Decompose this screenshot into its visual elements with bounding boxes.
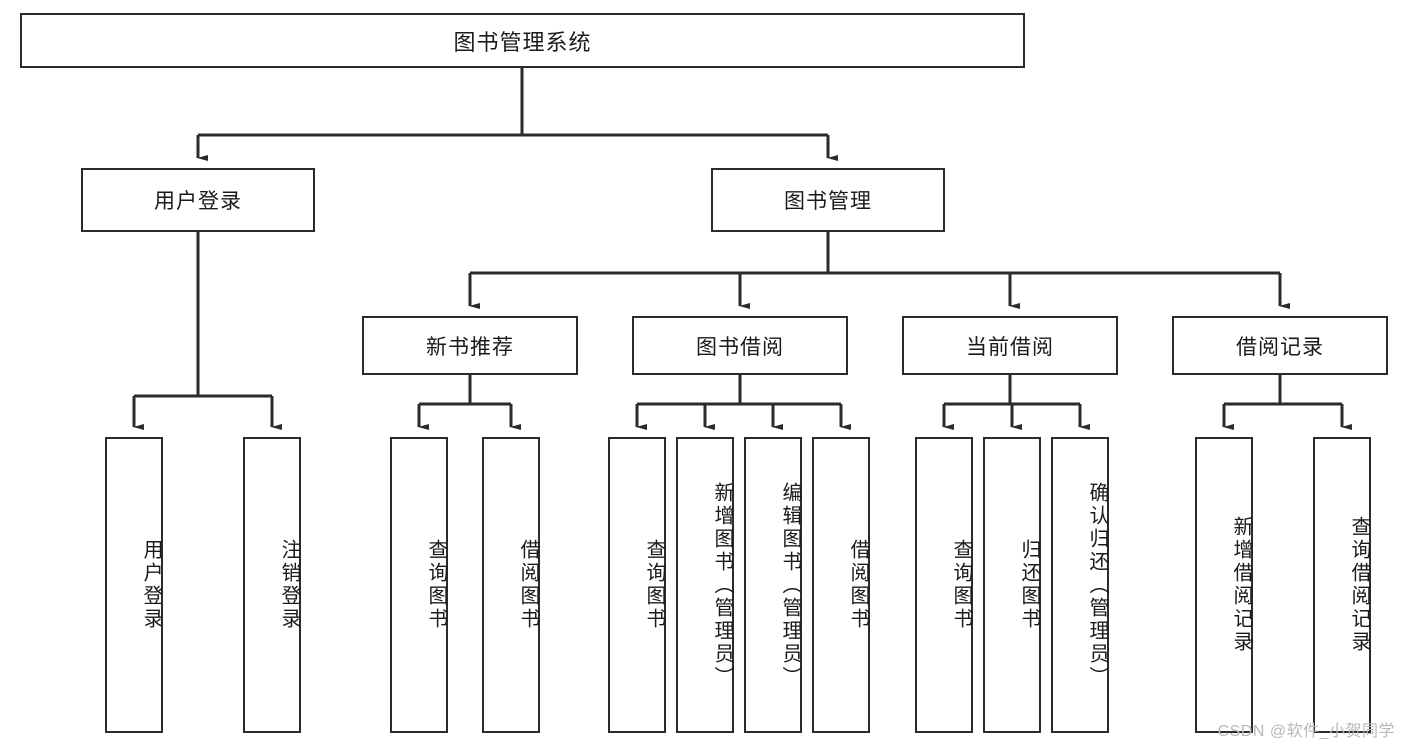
node-book-manage-label: 图书管理 bbox=[784, 190, 872, 213]
node-leaf-user-login[interactable]: 用户登录 bbox=[105, 437, 163, 733]
node-book-borrow-label: 图书借阅 bbox=[696, 335, 784, 359]
node-user-login-label: 用户登录 bbox=[154, 190, 242, 213]
node-leaf-rec-query[interactable]: 查询图书 bbox=[390, 437, 448, 733]
node-leaf-label: 查询借阅记录 bbox=[1348, 516, 1370, 654]
node-new-book-rec-label: 新书推荐 bbox=[426, 335, 514, 359]
node-leaf-label: 用户登录 bbox=[140, 539, 162, 631]
node-leaf-cur-query[interactable]: 查询图书 bbox=[915, 437, 973, 733]
node-leaf-label: 新增借阅记录 bbox=[1230, 516, 1252, 654]
node-leaf-label: 归还图书 bbox=[1018, 539, 1040, 631]
node-leaf-label: 新增图书（管理员） bbox=[711, 481, 733, 689]
node-root-label: 图书管理系统 bbox=[453, 29, 592, 55]
node-new-book-rec[interactable]: 新书推荐 bbox=[362, 316, 578, 375]
node-leaf-borrow-do[interactable]: 借阅图书 bbox=[812, 437, 870, 733]
node-leaf-borrow-edit[interactable]: 编辑图书（管理员） bbox=[744, 437, 802, 733]
node-leaf-label: 借阅图书 bbox=[517, 539, 539, 631]
node-current-borrow-label: 当前借阅 bbox=[966, 335, 1054, 359]
node-user-login[interactable]: 用户登录 bbox=[81, 168, 315, 232]
node-leaf-label: 编辑图书（管理员） bbox=[779, 481, 801, 689]
node-leaf-user-logout[interactable]: 注销登录 bbox=[243, 437, 301, 733]
node-leaf-label: 查询图书 bbox=[643, 539, 665, 631]
node-leaf-borrow-query[interactable]: 查询图书 bbox=[608, 437, 666, 733]
node-leaf-label: 借阅图书 bbox=[847, 539, 869, 631]
watermark-text: CSDN @软件_小贺同学 bbox=[1217, 723, 1395, 740]
node-leaf-label: 查询图书 bbox=[950, 539, 972, 631]
node-leaf-rec-search[interactable]: 查询借阅记录 bbox=[1313, 437, 1371, 733]
node-borrow-record[interactable]: 借阅记录 bbox=[1172, 316, 1388, 375]
node-leaf-label: 查询图书 bbox=[425, 539, 447, 631]
node-borrow-record-label: 借阅记录 bbox=[1236, 335, 1324, 359]
node-root-system[interactable]: 图书管理系统 bbox=[20, 13, 1025, 68]
node-leaf-rec-add[interactable]: 新增借阅记录 bbox=[1195, 437, 1253, 733]
node-leaf-label: 确认归还（管理员） bbox=[1086, 481, 1108, 689]
node-current-borrow[interactable]: 当前借阅 bbox=[902, 316, 1118, 375]
node-leaf-cur-return[interactable]: 归还图书 bbox=[983, 437, 1041, 733]
node-book-borrow[interactable]: 图书借阅 bbox=[632, 316, 848, 375]
node-book-manage[interactable]: 图书管理 bbox=[711, 168, 945, 232]
node-leaf-borrow-add[interactable]: 新增图书（管理员） bbox=[676, 437, 734, 733]
node-leaf-label: 注销登录 bbox=[278, 539, 300, 631]
node-leaf-rec-borrow[interactable]: 借阅图书 bbox=[482, 437, 540, 733]
node-leaf-cur-confirm[interactable]: 确认归还（管理员） bbox=[1051, 437, 1109, 733]
